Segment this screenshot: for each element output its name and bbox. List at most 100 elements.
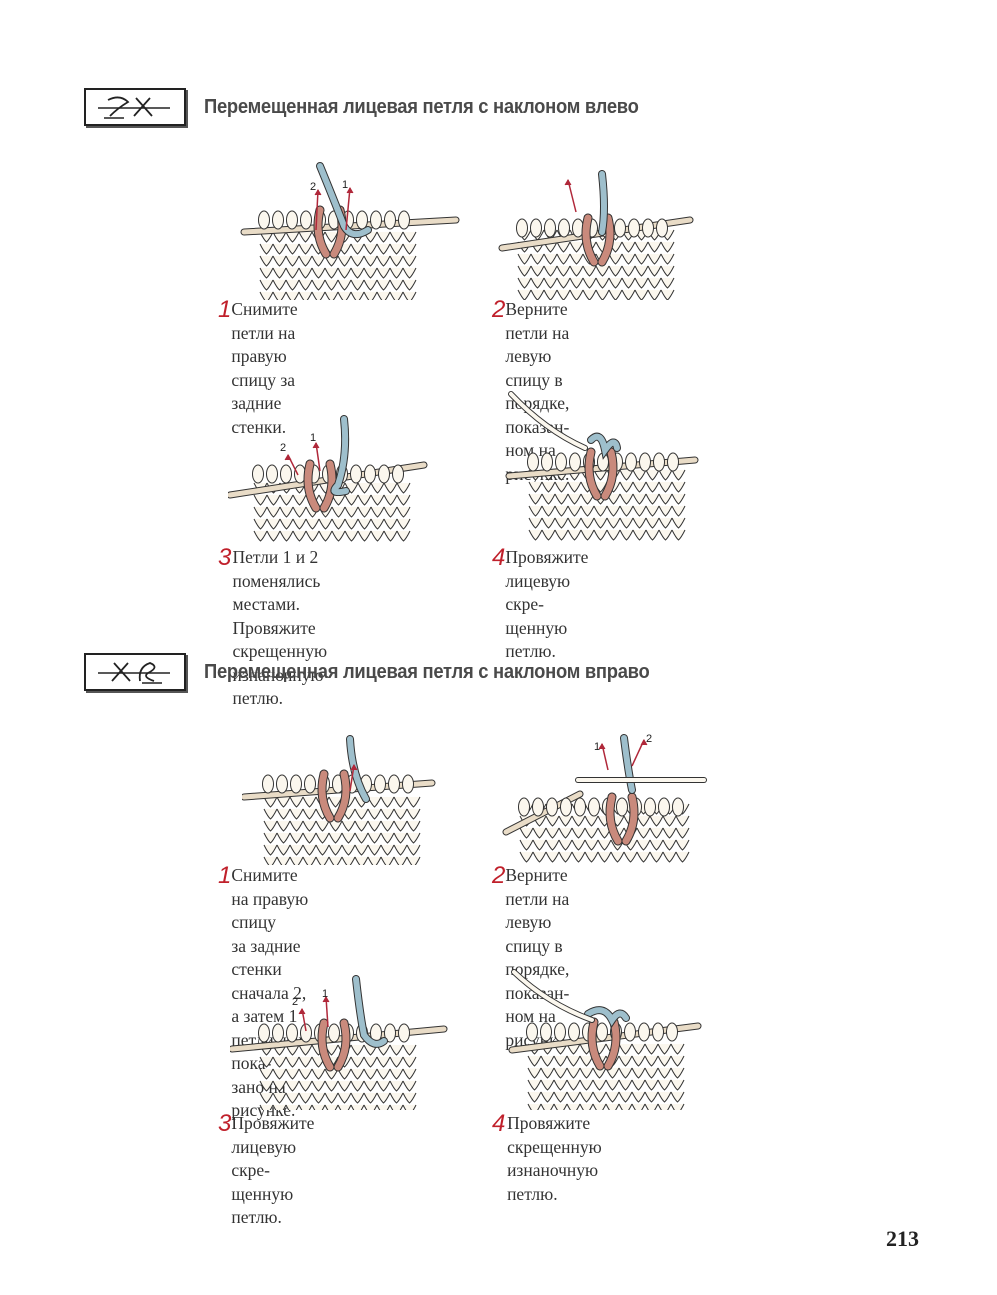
stitch: [337, 1092, 352, 1104]
stitch: [657, 1091, 672, 1103]
step-text: Верните петли на левую спицу в порядке, …: [505, 865, 570, 1050]
stitch: [647, 241, 662, 253]
stitch: [376, 243, 391, 255]
stitch: [540, 1067, 555, 1079]
stitch: [289, 844, 304, 856]
stitch: [298, 291, 313, 300]
stitch: [527, 1067, 542, 1079]
stitch: [302, 796, 317, 808]
stitch: [389, 243, 404, 255]
stitch: [276, 808, 291, 820]
stitch: [341, 844, 356, 856]
stitch: [645, 505, 660, 517]
stitch: [580, 505, 595, 517]
stitch: [363, 267, 378, 279]
stitch: [632, 505, 647, 517]
stitch-loop: [516, 218, 528, 238]
stitch: [530, 265, 545, 277]
stitch: [389, 231, 404, 243]
stitch-loop: [272, 1023, 284, 1043]
loop-label: 1: [342, 179, 348, 191]
arrow-icon: [345, 187, 351, 231]
stitch: [593, 529, 608, 541]
step-number: 1: [218, 862, 232, 889]
loop-pink: [334, 770, 350, 822]
stitch: [517, 277, 532, 289]
loop-pink: [582, 214, 598, 266]
stitch: [350, 255, 365, 267]
stitch: [649, 815, 664, 827]
stitch: [608, 265, 623, 277]
stitch: [670, 1103, 685, 1110]
stitch: [540, 1079, 555, 1091]
stitch-loop: [652, 1022, 664, 1042]
stitch: [545, 839, 560, 851]
stitch: [266, 494, 281, 506]
stitch: [569, 289, 584, 300]
stitch: [569, 265, 584, 277]
loop-label: 1: [594, 741, 600, 753]
stitch: [324, 255, 339, 267]
arrow-head-icon: [640, 739, 648, 746]
stitch: [289, 808, 304, 820]
stitch: [337, 1080, 352, 1092]
stitch: [657, 1103, 672, 1110]
stitch: [644, 1067, 659, 1079]
arrow-head-icon: [350, 764, 358, 771]
stitch: [298, 243, 313, 255]
stitch: [634, 265, 649, 277]
stitch-loop: [558, 218, 570, 238]
stitch: [354, 832, 369, 844]
stitch: [556, 277, 571, 289]
stitch: [337, 279, 352, 291]
stitch: [298, 1044, 313, 1056]
stitch: [606, 493, 621, 505]
stitch: [621, 241, 636, 253]
stitch: [259, 1104, 274, 1110]
stitch: [344, 530, 359, 542]
stitch: [671, 505, 686, 517]
stitch-loop: [388, 774, 400, 794]
stitch: [645, 529, 660, 541]
stitch: [530, 253, 545, 265]
stitch: [402, 279, 417, 291]
stitch: [657, 1067, 672, 1079]
stitch: [376, 1092, 391, 1104]
stitch-loop: [639, 452, 651, 472]
stitch: [393, 820, 408, 832]
loop-label: 2: [646, 733, 652, 745]
loop-pink: [318, 770, 334, 822]
stitch: [406, 844, 421, 856]
stitch: [406, 832, 421, 844]
stitch: [658, 517, 673, 529]
stitch: [292, 494, 307, 506]
knit-fabric: [528, 469, 686, 541]
yarn-blue: [585, 1007, 629, 1026]
stitch-loop: [527, 452, 539, 472]
stitch: [592, 1091, 607, 1103]
stitch: [279, 518, 294, 530]
step-text: Провяжите лицевую скре- щенную петлю.: [505, 547, 589, 661]
arrow-head-icon: [322, 996, 330, 1003]
stitch: [263, 844, 278, 856]
stitch: [556, 265, 571, 277]
stitch: [383, 506, 398, 518]
stitch-loop: [304, 774, 316, 794]
stitch: [285, 1092, 300, 1104]
stitch: [657, 1055, 672, 1067]
stitch: [532, 827, 547, 839]
knitting-illustration: [498, 170, 694, 300]
stitch: [402, 1068, 417, 1080]
stitch: [553, 1103, 568, 1110]
stitch: [618, 1091, 633, 1103]
stitch: [357, 518, 372, 530]
stitch: [631, 1043, 646, 1055]
stitch: [619, 481, 634, 493]
stitch: [670, 1055, 685, 1067]
stitch: [328, 844, 343, 856]
stitch: [298, 1104, 313, 1110]
stitch-loop: [574, 797, 586, 817]
stitch: [272, 279, 287, 291]
stitch: [367, 820, 382, 832]
